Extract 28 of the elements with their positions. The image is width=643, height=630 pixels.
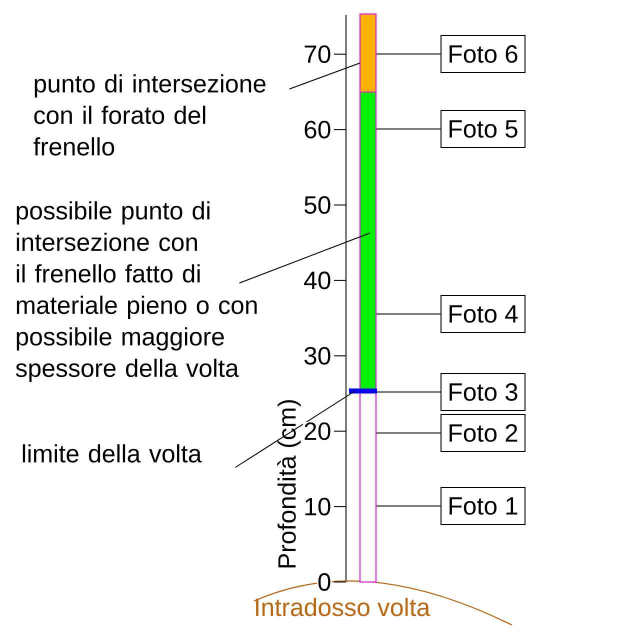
leader-line xyxy=(238,232,370,284)
tick-label: 20 xyxy=(303,422,332,441)
callout-text: punto di intersezione con il forato del frenello xyxy=(34,74,266,156)
callout-text: possibile punto di intersezione con il frenello fatto di materiale pieno o con possibile maggiore spessore della volta xyxy=(16,201,257,382)
tick-label: 70 xyxy=(303,44,332,64)
column-segment xyxy=(349,388,377,394)
axis-title: Profondità (cm) xyxy=(277,400,301,568)
leader-line xyxy=(288,62,360,90)
column-segment xyxy=(360,92,376,390)
intrados-label: Intradosso volta xyxy=(256,598,430,616)
leader-line xyxy=(376,432,441,434)
column-segment xyxy=(360,14,376,92)
tick-label: 40 xyxy=(303,271,332,290)
callout-text: limite della volta xyxy=(22,444,202,463)
tick-label: 0 xyxy=(316,572,332,592)
photo-label-box: Foto 5 xyxy=(440,110,526,148)
leader-line xyxy=(376,128,441,130)
tick-label: 50 xyxy=(303,196,332,214)
leader-line xyxy=(234,390,356,468)
column-segment xyxy=(360,392,376,582)
photo-label-box: Foto 3 xyxy=(440,373,526,411)
photo-label-box: Foto 6 xyxy=(440,35,526,73)
photo-label-box: Foto 2 xyxy=(440,414,526,452)
photo-label-box: Foto 1 xyxy=(440,487,526,525)
photo-label-box: Foto 4 xyxy=(440,295,526,333)
tick-label: 30 xyxy=(303,346,332,366)
tick-label: 10 xyxy=(303,497,332,516)
tick-label: 60 xyxy=(303,120,332,139)
